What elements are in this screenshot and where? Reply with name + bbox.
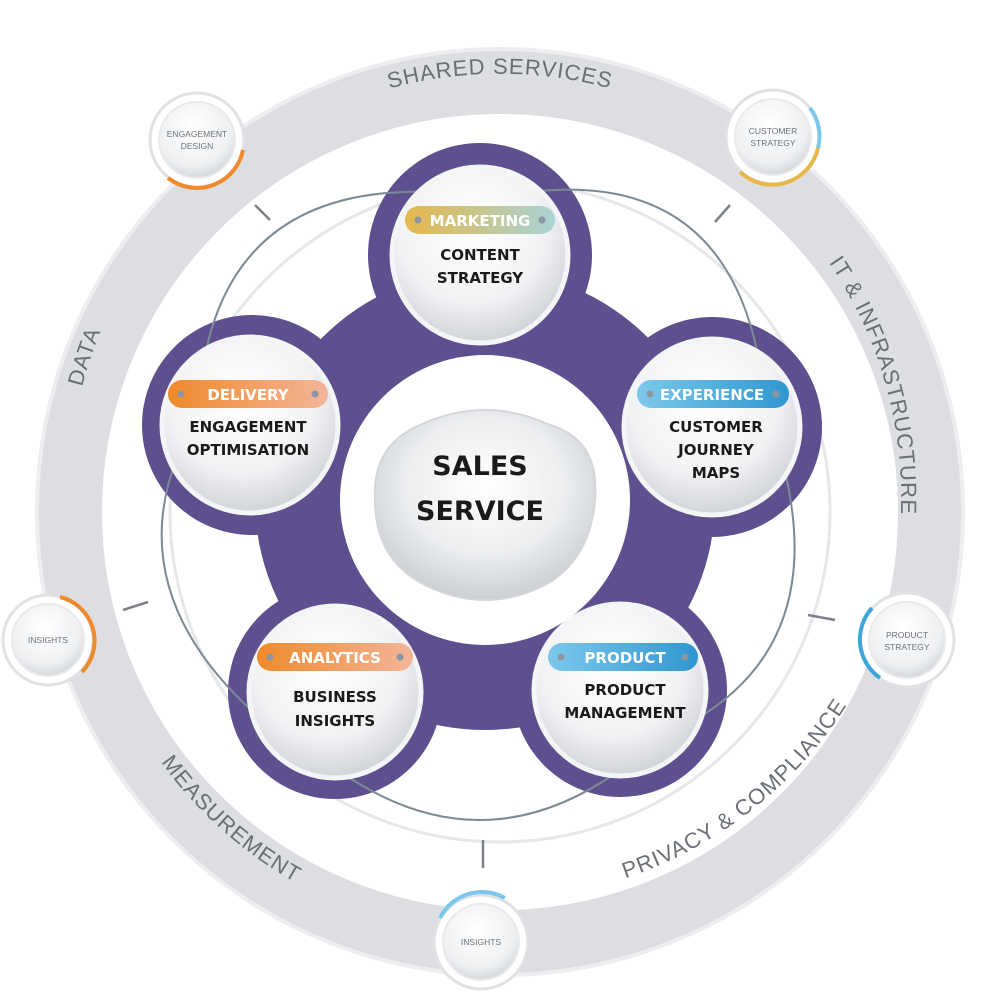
- customer-strategy-line1: CUSTOMER: [749, 126, 798, 136]
- experience-line1: CUSTOMER: [669, 418, 763, 436]
- tag-delivery: DELIVERY: [207, 386, 289, 404]
- outer-circle-insights-left[interactable]: INSIGHTS: [1, 593, 97, 687]
- engagement-design-line1: ENGAGEMENT: [167, 129, 227, 139]
- product-line2: MANAGEMENT: [564, 704, 686, 722]
- insights-bottom-label: INSIGHTS: [461, 937, 501, 947]
- node-delivery[interactable]: DELIVERY ENGAGEMENT OPTIMISATION: [159, 334, 341, 516]
- marketing-line2: STRATEGY: [437, 269, 524, 287]
- tag-experience-pill: [637, 380, 789, 408]
- customer-strategy-line2: STRATEGY: [750, 138, 796, 148]
- node-product[interactable]: PRODUCT PRODUCT MANAGEMENT: [531, 601, 709, 779]
- tag-product: PRODUCT: [584, 649, 666, 667]
- tag-marketing-pill: [405, 206, 555, 234]
- tick-marks: [122, 204, 836, 868]
- connector-lines: [160, 188, 796, 821]
- analytics-line2: INSIGHTS: [295, 712, 375, 730]
- tag-marketing: MARKETING: [430, 212, 531, 230]
- tag-analytics: ANALYTICS: [289, 649, 381, 667]
- tag-analytics-pill: [257, 643, 413, 671]
- tag-product-pill: [548, 643, 698, 671]
- node-experience[interactable]: EXPERIENCE CUSTOMER JOURNEY MAPS: [621, 336, 803, 518]
- analytics-line1: BUSINESS: [293, 688, 377, 706]
- node-analytics[interactable]: ANALYTICS BUSINESS INSIGHTS: [246, 603, 424, 781]
- delivery-line1: ENGAGEMENT: [189, 418, 307, 436]
- experience-line2: JOURNEY: [677, 441, 755, 459]
- outer-circle-engagement-design[interactable]: ENGAGEMENT DESIGN: [148, 91, 246, 190]
- outer-circle-product-strategy[interactable]: PRODUCT STRATEGY: [857, 591, 956, 689]
- tag-experience: EXPERIENCE: [660, 386, 764, 404]
- center-title-line1: SALES: [432, 451, 527, 482]
- product-line1: PRODUCT: [584, 681, 666, 699]
- center-hub: SALES SERVICE: [373, 409, 597, 601]
- insights-left-label: INSIGHTS: [28, 635, 68, 645]
- tag-delivery-pill: [168, 380, 328, 408]
- marketing-line1: CONTENT: [440, 246, 520, 264]
- engagement-design-line2: DESIGN: [181, 141, 214, 151]
- center-title-line2: SERVICE: [416, 496, 544, 527]
- node-marketing[interactable]: MARKETING CONTENT STRATEGY: [389, 164, 571, 346]
- outer-circle-insights-bottom[interactable]: INSIGHTS: [432, 890, 530, 991]
- outer-circle-customer-strategy[interactable]: CUSTOMER STRATEGY: [724, 88, 822, 187]
- product-strategy-line2: STRATEGY: [884, 642, 930, 652]
- delivery-line2: OPTIMISATION: [187, 441, 309, 459]
- experience-line3: MAPS: [692, 464, 740, 482]
- product-strategy-line1: PRODUCT: [886, 630, 928, 640]
